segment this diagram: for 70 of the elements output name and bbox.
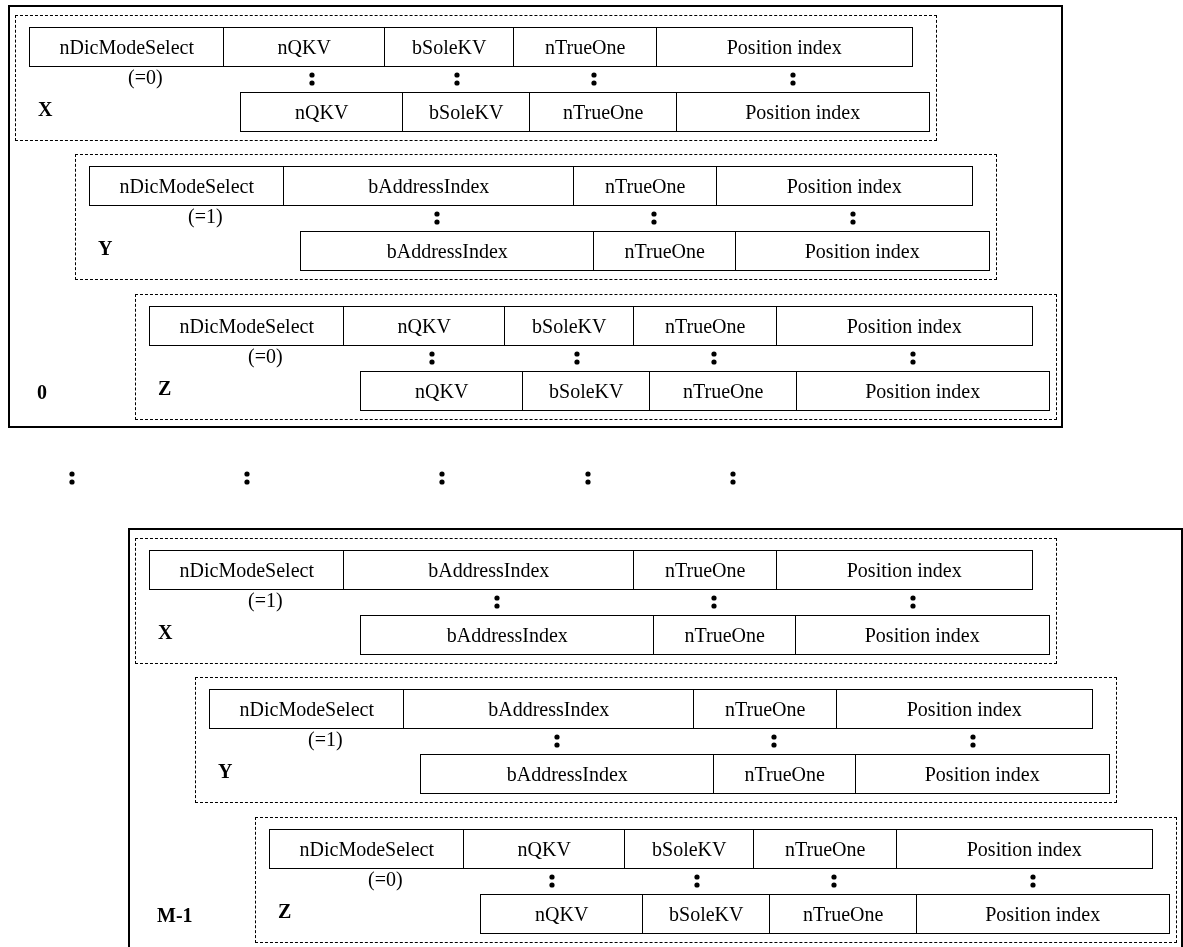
table-cell: nTrueOne [529,92,678,132]
dashed-group [135,294,1057,420]
table-cell: Position index [916,894,1170,934]
block-number: M-1 [157,904,193,927]
group-letter: Y [98,237,113,260]
table-cell: bSoleKV [384,27,515,67]
table-cell: Position index [656,27,913,67]
table-cell: bAddressIndex [300,231,595,271]
value-note: (=0) [368,868,403,891]
table-cell: nTrueOne [573,166,718,206]
table-cell: nQKV [343,306,506,346]
table-cell: Position index [855,754,1110,794]
table-cell: bAddressIndex [283,166,575,206]
table-cell: Position index [735,231,990,271]
table-cell: nDicModeSelect [29,27,225,67]
block-number: 0 [37,381,47,404]
table-cell: bAddressIndex [360,615,655,655]
table-cell: nDicModeSelect [149,550,345,590]
table-cell: nDicModeSelect [149,306,345,346]
table-cell: Position index [836,689,1093,729]
table-cell: Position index [776,550,1033,590]
table-cell: bAddressIndex [343,550,635,590]
table-cell: Position index [796,371,1050,411]
table-cell: nQKV [463,829,626,869]
dashed-group [75,154,997,280]
table-cell: Position index [676,92,930,132]
table-cell: bSoleKV [522,371,651,411]
dashed-group [15,15,937,141]
table-cell: nQKV [360,371,524,411]
table-cell: Position index [716,166,973,206]
group-letter: X [38,98,53,121]
value-note: (=1) [188,205,223,228]
dashed-group [135,538,1057,664]
dashed-group [255,817,1177,943]
table-cell: Position index [776,306,1033,346]
table-cell: nTrueOne [653,615,797,655]
value-note: (=1) [248,589,283,612]
group-letter: Z [158,377,172,400]
table-cell: nTrueOne [633,550,778,590]
table-cell: nTrueOne [649,371,798,411]
table-cell: nTrueOne [693,689,838,729]
group-letter: Z [278,900,292,923]
table-cell: bAddressIndex [403,689,695,729]
table-cell: nTrueOne [753,829,898,869]
table-cell: nDicModeSelect [269,829,465,869]
table-cell: Position index [896,829,1153,869]
value-note: (=0) [248,345,283,368]
table-cell: nQKV [480,894,644,934]
table-cell: bSoleKV [624,829,755,869]
table-cell: bSoleKV [642,894,771,934]
table-cell: Position index [795,615,1050,655]
dashed-group [195,677,1117,803]
frame-box [128,528,1183,947]
table-cell: nTrueOne [713,754,857,794]
table-cell: nQKV [240,92,404,132]
table-cell: bSoleKV [402,92,531,132]
table-cell: bAddressIndex [420,754,715,794]
group-letter: Y [218,760,233,783]
value-note: (=1) [308,728,343,751]
table-cell: nTrueOne [633,306,778,346]
table-cell: nTrueOne [769,894,918,934]
table-cell: bSoleKV [504,306,635,346]
frame-box [8,5,1063,428]
value-note: (=0) [128,66,163,89]
table-cell: nDicModeSelect [209,689,405,729]
table-cell: nDicModeSelect [89,166,285,206]
group-letter: X [158,621,173,644]
table-cell: nTrueOne [593,231,737,271]
table-cell: nQKV [223,27,386,67]
table-cell: nTrueOne [513,27,658,67]
